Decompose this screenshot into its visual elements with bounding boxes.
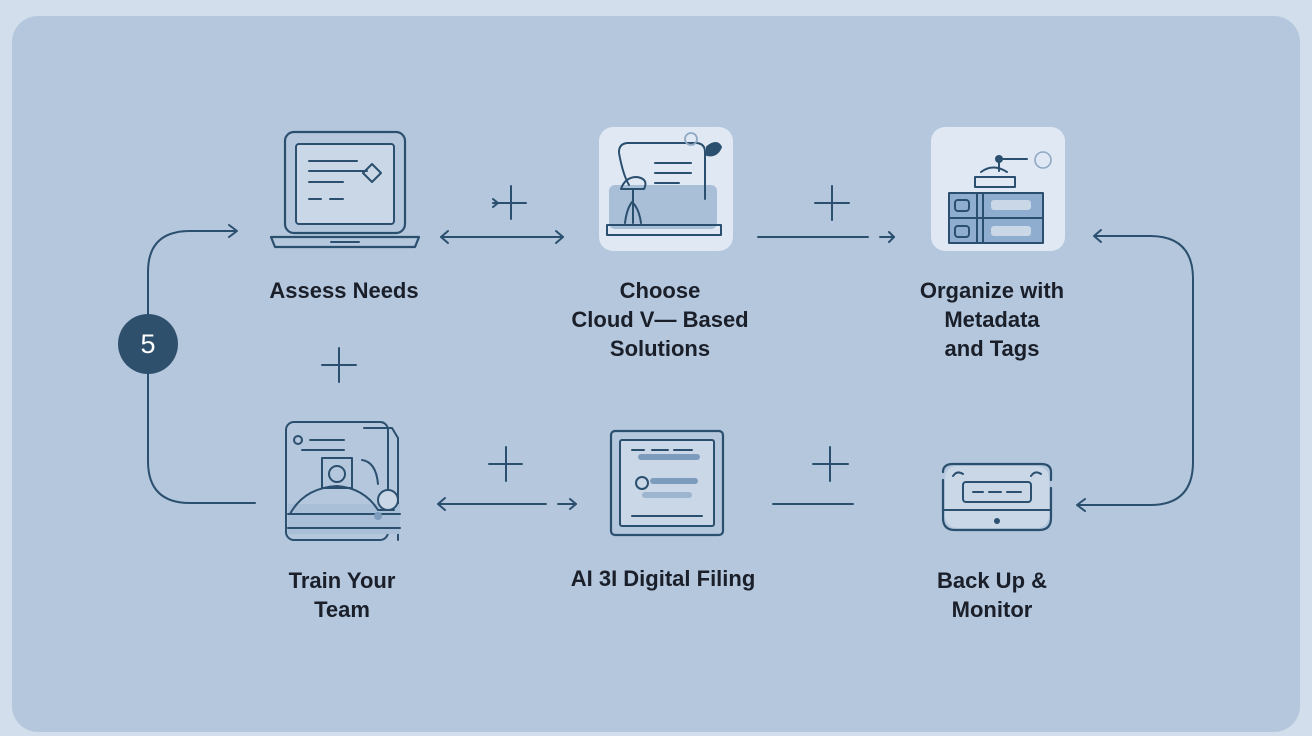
arrow-assess-to-choose bbox=[440, 230, 564, 244]
plus-icon bbox=[492, 185, 527, 220]
plus-icon bbox=[321, 347, 357, 383]
plus-icon bbox=[488, 446, 523, 482]
step-label-choose: Choose Cloud V— Based Solutions bbox=[571, 278, 749, 361]
step-label-train: Train Your Team bbox=[288, 568, 396, 622]
backup-device-icon bbox=[941, 462, 1053, 532]
step-label-backup: Back Up & Monitor bbox=[936, 568, 1048, 622]
step-label-organize: Organize with Metadata and Tags bbox=[919, 278, 1065, 361]
arrow-train-to-digital bbox=[437, 497, 577, 511]
step-number-badge: 5 bbox=[118, 314, 178, 374]
plus-icon bbox=[812, 446, 849, 482]
team-training-icon bbox=[285, 421, 401, 541]
plus-icon bbox=[814, 185, 850, 221]
step-label-digital: AI 3I Digital Filing bbox=[570, 566, 756, 591]
cloud-document-icon bbox=[606, 132, 722, 236]
digital-document-icon bbox=[609, 429, 725, 537]
arrow-choose-to-organize bbox=[757, 231, 895, 243]
step-label-assess: Assess Needs bbox=[269, 278, 419, 303]
laptop-document-icon bbox=[269, 130, 421, 249]
server-rack-icon bbox=[948, 151, 1052, 244]
loop-connector-right bbox=[1076, 229, 1194, 512]
